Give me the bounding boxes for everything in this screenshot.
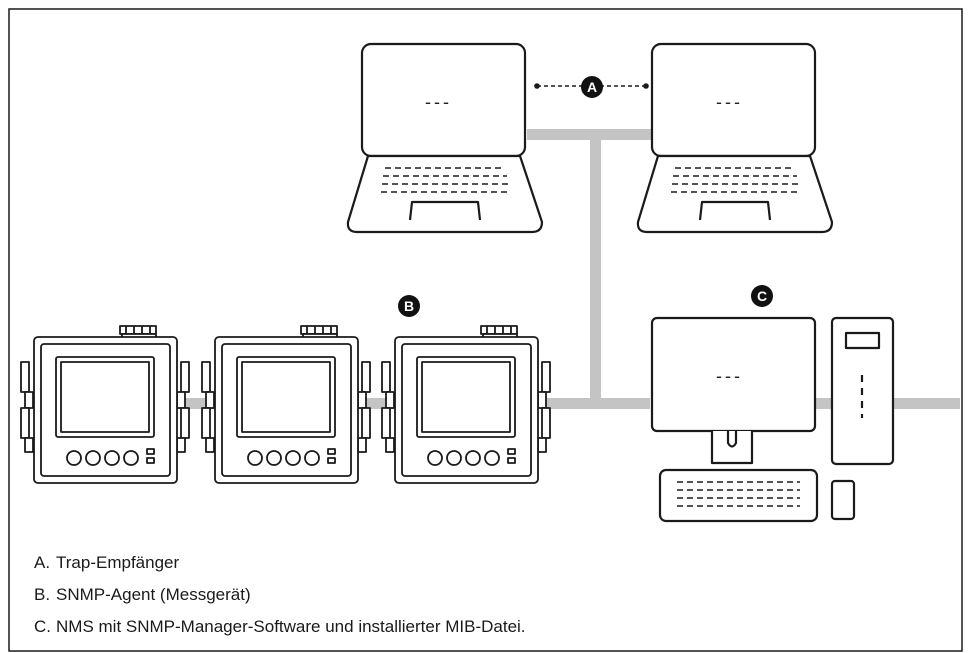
legend-letter: B. [34, 585, 51, 604]
legend-text: NMS mit SNMP-Manager-Software und instal… [56, 617, 526, 636]
meter-2 [201, 325, 371, 484]
legend-text: Trap-Empfänger [56, 553, 180, 572]
badge-c-label: C [757, 288, 767, 304]
desktop-mouse [830, 479, 856, 521]
diagram-border [8, 8, 963, 652]
badge-c [751, 285, 773, 307]
trap-connector [534, 83, 649, 89]
legend-item-b: B. SNMP-Agent (Messgerät) [34, 585, 526, 617]
laptop-left-screen-text: --- [425, 92, 452, 112]
laptop-left [346, 42, 544, 234]
badge-a-label: A [587, 79, 597, 95]
desktop-monitor [650, 316, 817, 465]
desktop-keyboard [658, 468, 819, 523]
meter-3 [381, 325, 551, 484]
legend-letter: A. [34, 553, 51, 572]
meter-1 [20, 325, 190, 484]
desktop-tower [830, 316, 895, 466]
legend: A. Trap-Empfänger B. SNMP-Agent (Messger… [34, 553, 526, 649]
legend-letter: C. [34, 617, 51, 636]
desktop-screen-text: --- [716, 366, 743, 386]
legend-text: SNMP-Agent (Messgerät) [56, 585, 251, 604]
badge-b [398, 295, 420, 317]
laptop-right [636, 42, 834, 234]
laptop-right-screen-text: --- [716, 92, 743, 112]
legend-item-a: A. Trap-Empfänger [34, 553, 526, 585]
badge-b-label: B [404, 298, 414, 314]
legend-item-c: C. NMS mit SNMP-Manager-Software und ins… [34, 617, 526, 649]
badge-a [581, 76, 603, 98]
